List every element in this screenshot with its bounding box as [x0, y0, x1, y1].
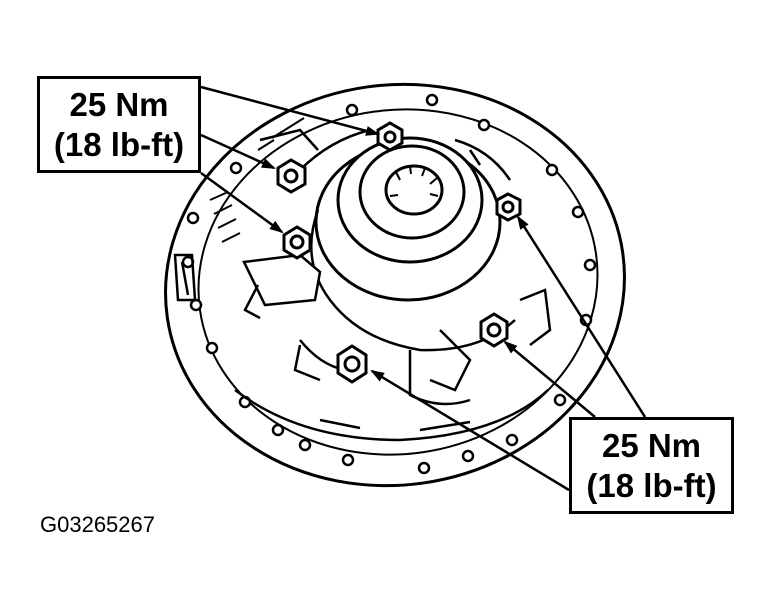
leader-arrow-mid-left: [200, 171, 284, 234]
housing-flange-outer: [164, 82, 626, 488]
bolt-right: [495, 192, 522, 222]
leader-arrow-top-center: [200, 85, 380, 136]
figure-identifier: G03265267: [40, 512, 155, 537]
leader-arrow-upper-left: [200, 133, 276, 170]
input-shaft-bore: [384, 164, 444, 216]
torque-value-lbft: (18 lb-ft): [586, 467, 717, 504]
pump-body-web: [173, 128, 552, 442]
torque-callout-right: 25 Nm (18 lb-ft): [569, 417, 734, 514]
bolt-lower-center: [336, 344, 368, 384]
bolt-lower-right: [479, 312, 509, 348]
bolt-top-center: [376, 121, 404, 152]
leader-arrow-lower-right: [503, 340, 596, 418]
leader-arrow-right: [516, 215, 647, 418]
leader-arrow-lower-center: [370, 369, 570, 492]
torque-callout-left: 25 Nm (18 lb-ft): [37, 76, 201, 173]
shaft-splines: [389, 165, 439, 197]
bolt-mid-left: [282, 225, 312, 260]
torque-value-nm: 25 Nm: [69, 86, 169, 123]
torque-value-nm: 25 Nm: [601, 427, 702, 464]
torque-value-lbft: (18 lb-ft): [53, 126, 185, 163]
flange-bolt-holes: [181, 93, 597, 475]
bolt-upper-left: [276, 158, 307, 194]
flange-shading: [209, 117, 305, 243]
